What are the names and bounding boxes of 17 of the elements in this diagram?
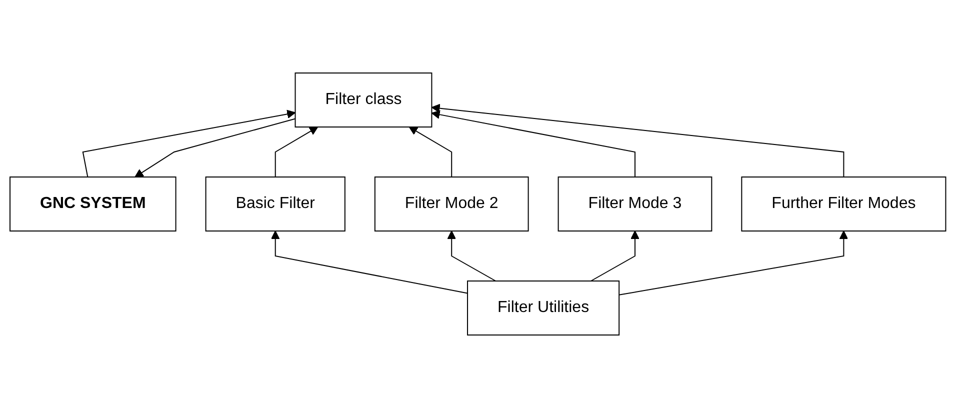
arrow	[446, 230, 496, 281]
arrow	[430, 103, 844, 177]
node-box: Further Filter Modes	[740, 176, 946, 231]
arrow	[430, 110, 636, 177]
arrow	[82, 109, 296, 177]
arrow	[274, 126, 318, 177]
node-box: Filter Mode 3	[557, 176, 712, 231]
node-box: Filter Mode 2	[374, 176, 528, 231]
arrow	[134, 118, 296, 177]
node-box: Basic Filter	[204, 176, 346, 231]
arrow	[590, 230, 640, 281]
arrow	[408, 126, 452, 177]
node-box: GNC SYSTEM	[9, 176, 176, 231]
arrow	[618, 230, 848, 295]
node-box: Filter Utilities	[466, 280, 620, 335]
arrow	[270, 230, 468, 294]
node-box: Filter class	[294, 72, 432, 127]
